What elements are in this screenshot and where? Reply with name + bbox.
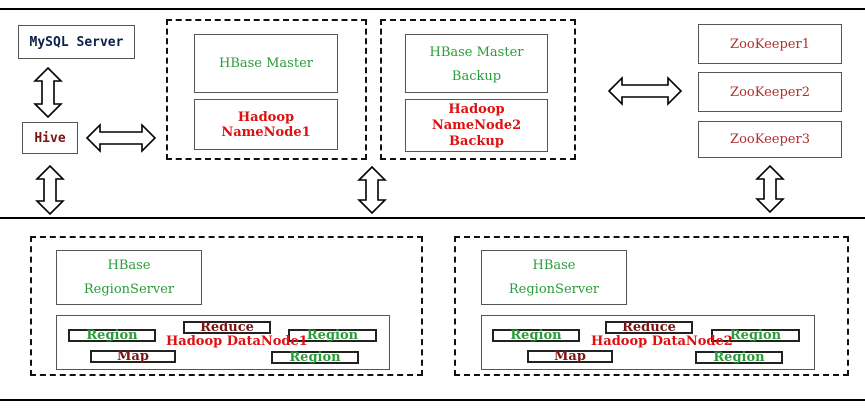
mysql-server-box: MySQL Server	[18, 25, 135, 59]
node2-datanode-box	[481, 315, 815, 370]
node1-datanode-box	[56, 315, 390, 370]
hbase-master-backup-box: HBase Master Backup	[405, 34, 548, 93]
node2-map: Map	[527, 349, 613, 364]
node2-region-2: Region	[711, 328, 800, 343]
node2-reduce-label: Reduce	[622, 320, 676, 335]
mysql-server-label: MySQL Server	[29, 34, 124, 50]
node2-region-2-label: Region	[729, 328, 782, 343]
node1-map: Map	[90, 349, 176, 364]
hbase-master-box: HBase Master	[194, 34, 338, 93]
zookeeper-datanode-arrow	[755, 164, 785, 214]
node2-region-1: Region	[492, 328, 580, 343]
node2-rs-line1: HBase	[532, 257, 576, 273]
zookeeper1-box: ZooKeeper1	[698, 24, 842, 64]
zookeeper3-label: ZooKeeper3	[730, 132, 810, 147]
hive-label: Hive	[34, 130, 66, 146]
node1-rs-line2: RegionServer	[83, 281, 175, 297]
node1-rs-line1: HBase	[107, 257, 151, 273]
master1-group	[166, 19, 367, 160]
mysql-hive-arrow	[33, 66, 63, 119]
node1-regionserver-box: HBase RegionServer	[56, 250, 202, 305]
hive-master-arrow	[85, 123, 157, 153]
node2-reduce: Reduce	[605, 320, 693, 335]
node1-region-2: Region	[288, 328, 377, 343]
hbase-master-backup-label: HBase Master	[429, 44, 524, 60]
master-zookeeper-arrow	[607, 76, 683, 106]
zookeeper3-box: ZooKeeper3	[698, 121, 842, 158]
master2-group	[380, 19, 576, 160]
node1-region-2-label: Region	[306, 328, 359, 343]
namenode1-label: Hadoop NameNode1	[221, 109, 311, 140]
node1-region-3: Region	[271, 350, 359, 365]
node2-datanode-label: Hadoop DataNode2	[591, 334, 733, 349]
node2-group	[454, 236, 849, 376]
zookeeper1-label: ZooKeeper1	[730, 36, 810, 52]
zookeeper2-label: ZooKeeper2	[730, 84, 810, 100]
node2-region-3: Region	[695, 350, 783, 365]
node1-map-label: Map	[117, 349, 149, 364]
node2-region-1-label: Region	[510, 328, 562, 343]
hive-datanode-arrow	[35, 164, 65, 216]
node1-datanode-label: Hadoop DataNode1	[166, 334, 308, 349]
node2-rs-line2: RegionServer	[508, 281, 600, 297]
node1-group	[30, 236, 423, 376]
masters-datanode-arrow	[357, 165, 387, 215]
namenode1-box: Hadoop NameNode1	[194, 99, 338, 150]
namenode2-box: Hadoop NameNode2 Backup	[405, 99, 548, 152]
middle-rule	[0, 217, 865, 219]
top-rule	[0, 8, 865, 10]
hive-box: Hive	[22, 122, 78, 154]
bottom-rule	[0, 399, 865, 401]
hbase-master-label: HBase Master	[218, 56, 313, 71]
node2-regionserver-box: HBase RegionServer	[481, 250, 627, 305]
node1-region-1: Region	[68, 328, 156, 343]
namenode2-sub: Backup	[449, 133, 504, 149]
zookeeper2-box: ZooKeeper2	[698, 72, 842, 112]
hbase-master-backup-sub: Backup	[451, 68, 502, 84]
node1-reduce: Reduce	[183, 320, 271, 335]
node2-region-3-label: Region	[713, 350, 765, 365]
node1-reduce-label: Reduce	[200, 320, 254, 335]
node2-map-label: Map	[554, 349, 586, 364]
node1-region-3-label: Region	[289, 350, 341, 365]
namenode2-label: Hadoop NameNode2	[431, 101, 522, 133]
node1-region-1-label: Region	[86, 328, 138, 343]
